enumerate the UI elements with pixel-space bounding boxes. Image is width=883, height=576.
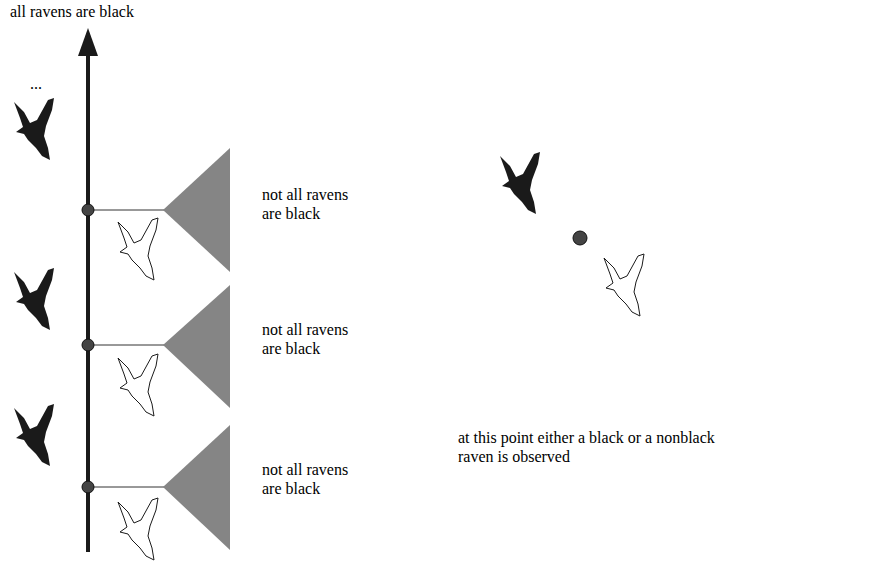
- branch-note: not all ravens are black: [262, 185, 362, 223]
- branch-triangle: [163, 285, 230, 408]
- branch-dot: [82, 339, 94, 351]
- black-raven: [14, 98, 54, 160]
- black-raven: [14, 404, 54, 466]
- branch-dot: [82, 481, 94, 493]
- choice-dot: [573, 231, 587, 245]
- branch-dot: [82, 204, 94, 216]
- white-raven: [118, 354, 158, 416]
- branch-triangle: [163, 148, 230, 272]
- branch-line: [88, 210, 164, 211]
- branch-triangle: [163, 425, 230, 550]
- branch-note: not all ravens are black: [262, 460, 362, 498]
- white-raven: [604, 254, 644, 316]
- branch-line: [88, 345, 164, 346]
- black-raven: [14, 268, 54, 330]
- branch-line: [88, 487, 164, 488]
- axis-arrowhead: [78, 28, 98, 56]
- axis-title: all ravens are black: [10, 2, 210, 21]
- axis-line: [86, 50, 90, 552]
- choice-note: at this point either a black or a nonbla…: [458, 428, 748, 466]
- branch-note: not all ravens are black: [262, 320, 362, 358]
- white-raven: [118, 498, 158, 560]
- black-raven: [500, 152, 540, 214]
- ellipsis: ...: [30, 74, 60, 93]
- white-raven: [118, 218, 158, 280]
